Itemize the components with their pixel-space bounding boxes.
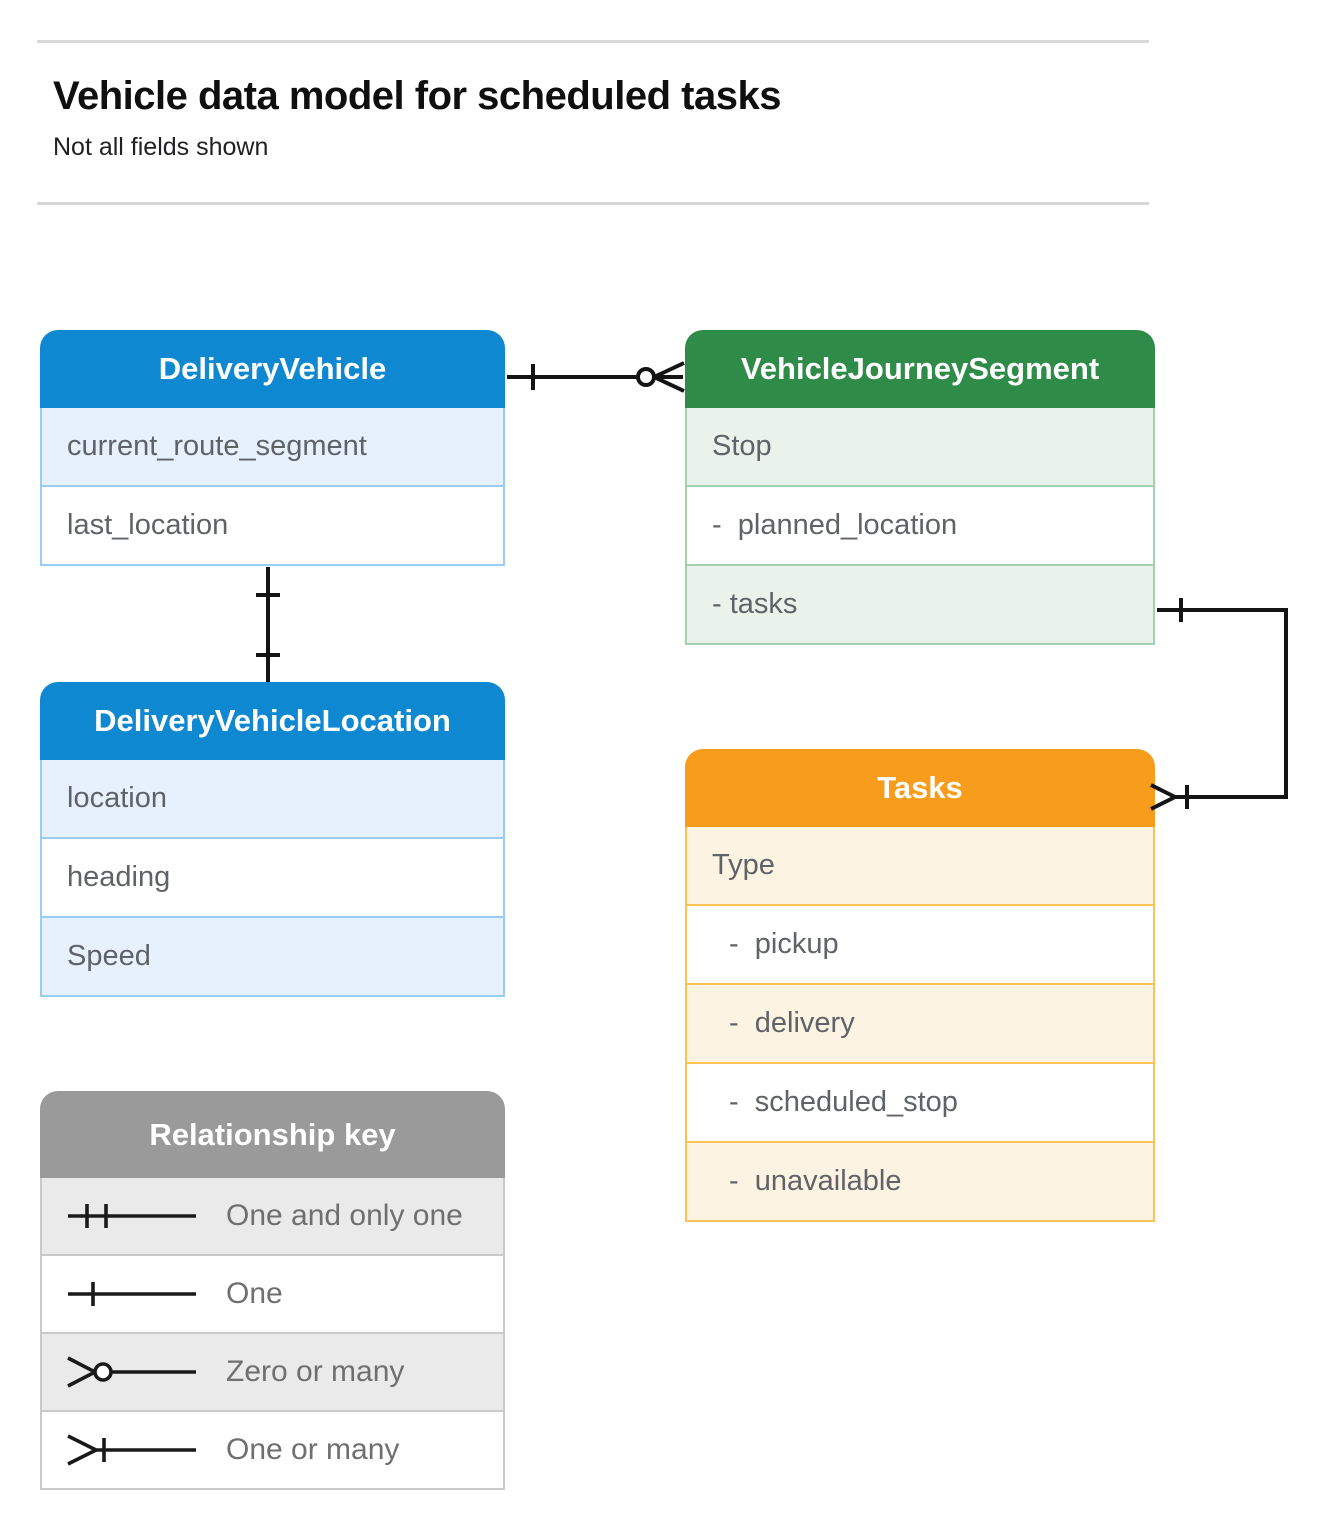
legend-row-one-or-many: One or many — [42, 1410, 503, 1488]
one-or-many-icon — [67, 1434, 196, 1466]
entity-delivery-vehicle: DeliveryVehicle current_route_segment la… — [40, 330, 505, 566]
relationship-key-title: Relationship key — [40, 1091, 505, 1178]
one-and-only-one-icon — [68, 1204, 196, 1228]
legend-row-one-and-only-one: One and only one — [42, 1178, 503, 1254]
entity-tasks: Tasks Type - pickup - delivery - schedul… — [685, 749, 1155, 1222]
page-subtitle: Not all fields shown — [53, 133, 269, 161]
field-stop: Stop — [687, 408, 1153, 485]
field-type: Type — [687, 827, 1153, 904]
connector-vehicle-to-location — [256, 567, 280, 682]
entity-delivery-vehicle-location-title: DeliveryVehicleLocation — [40, 682, 505, 760]
field-pickup: - pickup — [687, 904, 1153, 983]
legend-label-zero-or-many: Zero or many — [226, 1355, 405, 1388]
entity-delivery-vehicle-fields: current_route_segment last_location — [40, 408, 505, 566]
page-title: Vehicle data model for scheduled tasks — [53, 74, 781, 118]
field-current-route-segment: current_route_segment — [42, 408, 503, 485]
field-last-location: last_location — [42, 485, 503, 564]
field-delivery: - delivery — [687, 983, 1153, 1062]
connector-tasks-field-to-tasks — [1150, 598, 1288, 811]
legend-label-one-or-many: One or many — [226, 1433, 400, 1466]
relationship-key: Relationship key One and only one One Ze… — [40, 1091, 505, 1490]
field-location: location — [42, 760, 503, 837]
field-speed: Speed — [42, 916, 503, 995]
legend-label-one-and-only-one: One and only one — [226, 1199, 463, 1232]
entity-delivery-vehicle-location: DeliveryVehicleLocation location heading… — [40, 682, 505, 997]
one-icon — [68, 1282, 196, 1306]
entity-delivery-vehicle-title: DeliveryVehicle — [40, 330, 505, 408]
entity-vehicle-journey-segment-title: VehicleJourneySegment — [685, 330, 1155, 408]
field-scheduled-stop: - scheduled_stop — [687, 1062, 1153, 1141]
legend-row-zero-or-many: Zero or many — [42, 1332, 503, 1410]
field-planned-location: - planned_location — [687, 485, 1153, 564]
field-unavailable: - unavailable — [687, 1141, 1153, 1220]
connector-vehicle-to-journey-segment — [507, 361, 685, 393]
zero-or-many-icon — [67, 1356, 196, 1388]
divider-top — [37, 40, 1149, 43]
field-heading: heading — [42, 837, 503, 916]
legend-row-one: One — [42, 1254, 503, 1332]
legend-label-one: One — [226, 1277, 283, 1310]
entity-tasks-fields: Type - pickup - delivery - scheduled_sto… — [685, 827, 1155, 1222]
entity-tasks-title: Tasks — [685, 749, 1155, 827]
relationship-key-rows: One and only one One Zero or many One or… — [40, 1178, 505, 1490]
divider-bottom — [37, 202, 1149, 205]
field-tasks: - tasks — [687, 564, 1153, 643]
entity-delivery-vehicle-location-fields: location heading Speed — [40, 760, 505, 997]
entity-vehicle-journey-segment: VehicleJourneySegment Stop - planned_loc… — [685, 330, 1155, 645]
entity-vehicle-journey-segment-fields: Stop - planned_location - tasks — [685, 408, 1155, 645]
